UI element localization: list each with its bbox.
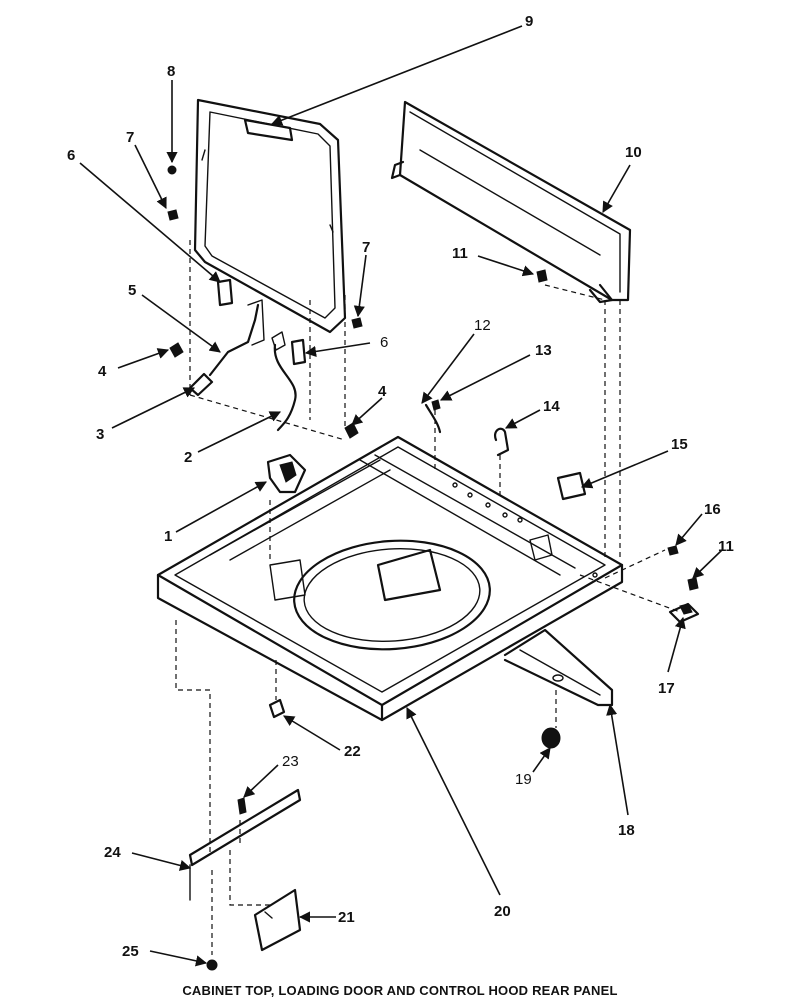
leader-lines (79, 25, 723, 967)
callout-19: 19 (515, 771, 532, 788)
callout-15: 15 (671, 436, 688, 453)
callout-11b: 11 (718, 538, 734, 555)
callout-18: 18 (618, 822, 635, 839)
callout-7a: 7 (126, 129, 134, 146)
callout-16: 16 (704, 501, 721, 518)
control-hood-rear-panel (390, 100, 632, 304)
callout-24: 24 (104, 844, 121, 861)
callout-17: 17 (658, 680, 675, 697)
callout-20: 20 (494, 903, 511, 920)
callout-6b: 6 (380, 334, 388, 351)
callout-1: 1 (164, 528, 172, 545)
callout-25: 25 (122, 943, 139, 960)
callout-7b: 7 (362, 239, 370, 256)
loading-door (193, 98, 347, 334)
callout-8: 8 (167, 63, 175, 80)
callout-4a: 4 (98, 363, 107, 380)
callout-12: 12 (474, 317, 491, 334)
callout-13: 13 (535, 342, 552, 359)
assembly-alignment-lines (175, 240, 681, 955)
callout-23: 23 (282, 753, 299, 770)
callout-2: 2 (184, 449, 192, 466)
callout-3: 3 (96, 426, 104, 443)
callout-5: 5 (128, 282, 136, 299)
rear-bracket (503, 628, 614, 707)
callout-22: 22 (344, 743, 361, 760)
callout-labels: 1 2 3 4 4 5 6 6 7 7 8 9 10 11 11 12 13 1… (67, 13, 734, 960)
callout-9: 9 (525, 13, 533, 30)
callout-21: 21 (338, 909, 355, 926)
callout-4b: 4 (378, 383, 387, 400)
diagram-caption: CABINET TOP, LOADING DOOR AND CONTROL HO… (182, 983, 618, 998)
callout-11a: 11 (452, 245, 468, 262)
callout-14: 14 (543, 398, 560, 415)
small-parts (167, 165, 700, 971)
callout-10: 10 (625, 144, 642, 161)
callout-6a: 6 (67, 147, 75, 164)
